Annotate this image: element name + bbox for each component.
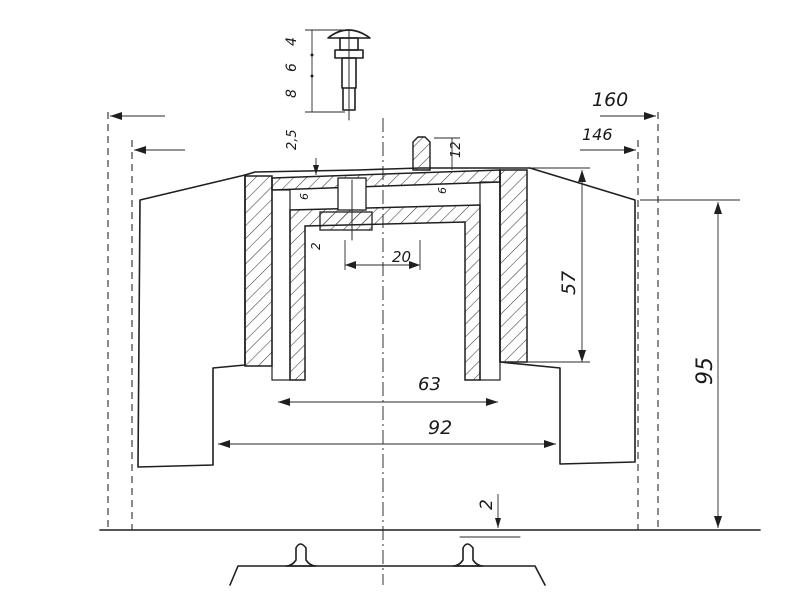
inner-liner: [289, 204, 481, 381]
nut: [319, 211, 373, 231]
dim-gap-2-left: 2: [309, 242, 323, 250]
dim-wall-thickness: 2,5: [285, 129, 300, 150]
bolt-detail: [327, 29, 371, 121]
dim-gap-6-left: 6: [298, 193, 311, 200]
rail-right: [452, 543, 484, 567]
bolt-dim-4: 4: [284, 37, 300, 46]
dim-63-label: 63: [418, 374, 441, 395]
dim-base-gap-label: 2: [477, 499, 497, 510]
dim-92-label: 92: [428, 417, 452, 439]
rail-bed: [229, 565, 546, 586]
dim-146-label: 146: [582, 125, 613, 144]
dim-gap-6-right: 6: [436, 187, 449, 194]
dim-20-label: 20: [392, 248, 411, 266]
right-wall-section: [499, 169, 528, 363]
dim-160-label: 160: [592, 89, 628, 111]
bolt-dim-8: 8: [284, 89, 300, 98]
dim-95-label: 95: [693, 357, 718, 385]
top-pin: [412, 136, 431, 171]
dim-pin-height: 12: [449, 141, 464, 158]
top-cap-section: [271, 169, 501, 191]
inner-right-wall: [479, 181, 501, 381]
bolt-dim-6: 6: [284, 63, 300, 72]
rail-left: [285, 543, 317, 567]
dim-57-label: 57: [558, 271, 580, 295]
inner-left-wall: [271, 189, 291, 381]
left-wall-section: [244, 175, 273, 367]
roof-line: [244, 167, 531, 176]
